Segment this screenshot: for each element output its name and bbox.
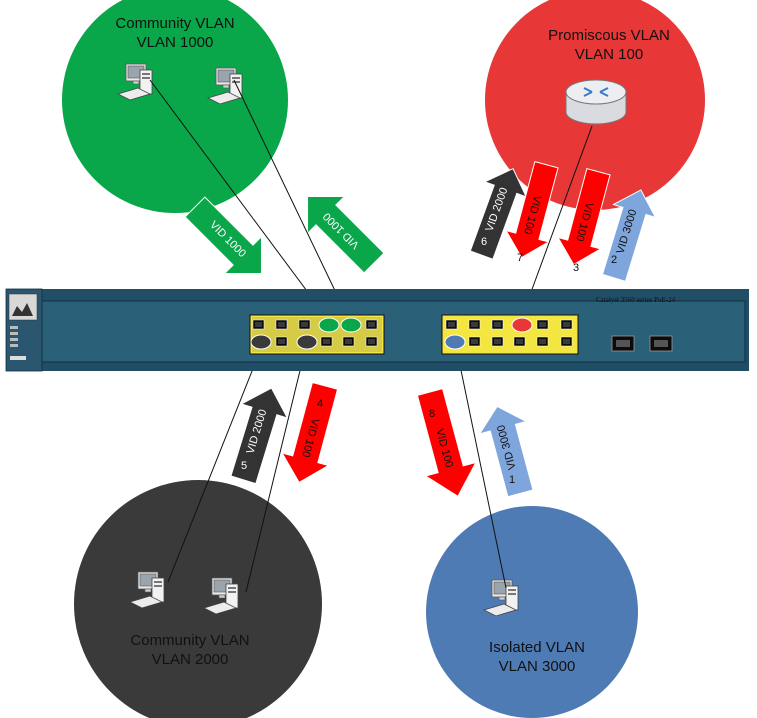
ethernet-port bbox=[365, 336, 378, 347]
switch-model-label: Catalyst 3560 series PoE-24 bbox=[596, 296, 676, 304]
ethernet-port bbox=[513, 336, 526, 347]
ethernet-port bbox=[275, 319, 288, 330]
port-led-dark bbox=[250, 334, 272, 350]
port-led-green bbox=[318, 317, 340, 333]
community-vlan-2000-zone: Community VLAN VLAN 2000 bbox=[74, 480, 322, 718]
step-number-1: 1 bbox=[509, 474, 515, 486]
arrow-7-vid-100: VID 100 bbox=[505, 161, 559, 259]
arrow-1-vid-3000: VID 3000 bbox=[478, 405, 534, 498]
port-block-right bbox=[441, 314, 579, 355]
step-number-2: 2 bbox=[611, 254, 617, 266]
step-number-7: 7 bbox=[517, 252, 523, 264]
ethernet-port bbox=[560, 319, 573, 330]
ethernet-port bbox=[468, 336, 481, 347]
step-number-6: 6 bbox=[481, 236, 487, 248]
port-led-green bbox=[340, 317, 362, 333]
ethernet-port bbox=[468, 319, 481, 330]
port-block-left bbox=[249, 314, 385, 355]
zone-circle-dark bbox=[74, 480, 322, 718]
catalyst-switch: Catalyst 3560 series PoE-24 bbox=[5, 288, 749, 372]
ethernet-port bbox=[252, 319, 265, 330]
zone-circle-blue bbox=[426, 506, 638, 718]
zone-subtitle: VLAN 3000 bbox=[499, 658, 576, 675]
ethernet-port bbox=[536, 319, 549, 330]
ethernet-port bbox=[275, 336, 288, 347]
ethernet-port bbox=[491, 319, 504, 330]
cisco-logo bbox=[8, 293, 38, 321]
step-number-8: 8 bbox=[429, 408, 435, 420]
step-number-5: 5 bbox=[241, 460, 247, 472]
step-number-3: 3 bbox=[573, 262, 579, 274]
zone-title: Community VLAN bbox=[115, 15, 234, 32]
community-vlan-1000-zone: Community VLAN VLAN 1000 bbox=[62, 0, 288, 213]
arrow-5-vid-2000: VID 2000 bbox=[230, 387, 289, 485]
port-led-blue bbox=[444, 334, 466, 350]
arrow-2-vid-3000: VID 3000 bbox=[601, 189, 657, 283]
isolated-vlan-3000-zone: Isolated VLAN VLAN 3000 bbox=[426, 506, 638, 718]
step-number-4: 4 bbox=[317, 398, 323, 410]
arrow-4-vid-100: VID 100 bbox=[281, 381, 339, 484]
promiscuous-vlan-100-zone: Promiscous VLAN VLAN 100 bbox=[485, 0, 705, 210]
ethernet-port bbox=[342, 336, 355, 347]
arrow-3-vid-100: VID 100 bbox=[557, 168, 611, 266]
zone-subtitle: VLAN 1000 bbox=[137, 34, 214, 51]
ethernet-port bbox=[445, 319, 458, 330]
port-led-dark bbox=[296, 334, 318, 350]
zone-circle-green bbox=[62, 0, 288, 213]
arrow-8-vid-100: VID 100 bbox=[416, 387, 477, 498]
zone-title: Promiscous VLAN bbox=[548, 27, 670, 44]
port-led-red bbox=[511, 317, 533, 333]
ethernet-port bbox=[560, 336, 573, 347]
zone-title: Isolated VLAN bbox=[489, 639, 585, 656]
zone-title: Community VLAN bbox=[130, 632, 249, 649]
arrow-vid-1000-up: VID 1000 bbox=[307, 196, 385, 274]
zone-subtitle: VLAN 2000 bbox=[152, 651, 229, 668]
zone-subtitle: VLAN 100 bbox=[575, 46, 643, 63]
ethernet-port bbox=[298, 319, 311, 330]
ethernet-port bbox=[320, 336, 333, 347]
router-icon bbox=[565, 79, 627, 125]
ethernet-port bbox=[536, 336, 549, 347]
ethernet-port bbox=[365, 319, 378, 330]
ethernet-port bbox=[491, 336, 504, 347]
